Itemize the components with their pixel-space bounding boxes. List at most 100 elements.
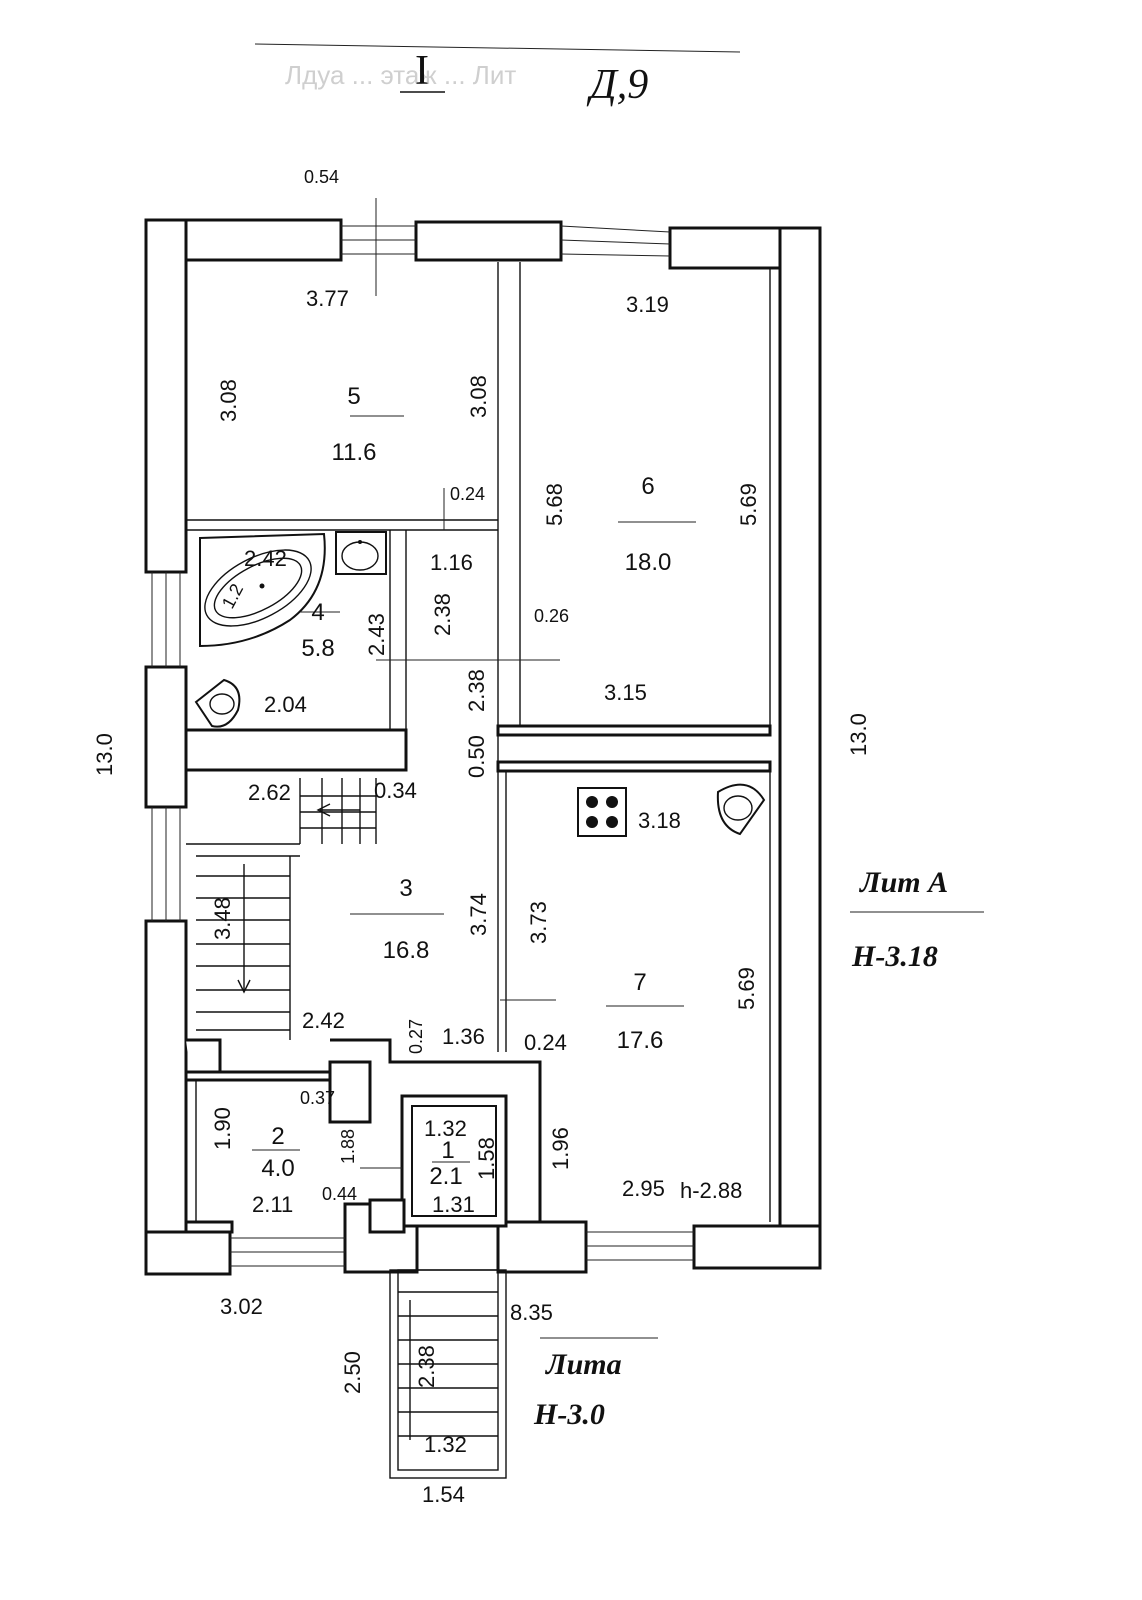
dim-label: 3.74 bbox=[466, 893, 491, 936]
wall-left-mid bbox=[144, 665, 188, 809]
wall-left-upper bbox=[144, 218, 188, 574]
room-2-number: 2 bbox=[271, 1123, 284, 1150]
dim-label: 3.02 bbox=[220, 1294, 263, 1319]
dim-label: 3.18 bbox=[638, 808, 681, 833]
windows bbox=[151, 225, 694, 1267]
room-5-number: 5 bbox=[347, 383, 360, 410]
room-7-area: 17.6 bbox=[617, 1027, 664, 1054]
dim-label: 0.27 bbox=[406, 1019, 426, 1054]
dimension-labels: 0.54 3.77 3.19 3.08 3.08 0.24 5.68 5.69 … bbox=[92, 167, 871, 1507]
dim-label: 0.26 bbox=[534, 606, 569, 626]
window-top-left bbox=[341, 225, 416, 255]
dim-label: 5.69 bbox=[734, 967, 759, 1010]
wall-left-lower bbox=[144, 919, 188, 1276]
signature-mark: Д,9 bbox=[586, 62, 648, 108]
dim-label: 8.35 bbox=[510, 1300, 553, 1325]
room-labels: 5 11.6 6 18.0 4 5.8 3 16.8 7 17.6 2 4.0 … bbox=[261, 383, 671, 1190]
dim-label: 13.0 bbox=[846, 713, 871, 756]
floor-numeral: I bbox=[415, 48, 429, 94]
dim-label: 2.38 bbox=[464, 669, 489, 712]
room-6-number: 6 bbox=[641, 473, 654, 500]
dim-label: 3.48 bbox=[210, 897, 235, 940]
room1-floor bbox=[411, 1105, 497, 1217]
interior-walls bbox=[184, 262, 772, 1234]
wall-room1-pier bbox=[368, 1198, 406, 1234]
wall-bath-bottom bbox=[184, 728, 408, 772]
dim-label: 3.08 bbox=[466, 375, 491, 418]
dim-label: 1.36 bbox=[442, 1024, 485, 1049]
dim-label: 2.38 bbox=[430, 593, 455, 636]
lit-labels: Лит А Н-3.18 Лита Н-3.0 bbox=[533, 866, 948, 1431]
room-3-area: 16.8 bbox=[383, 937, 430, 964]
dim-label: 3.08 bbox=[216, 379, 241, 422]
dim-label: h-2.88 bbox=[680, 1178, 742, 1203]
toilet bbox=[194, 678, 241, 728]
room-4-area: 5.8 bbox=[301, 635, 334, 662]
dim-label: 2.62 bbox=[248, 780, 291, 805]
header-stamp: Лдуа ... этаж ... Лит I Д,9 bbox=[254, 43, 741, 108]
lit-a-height: Н-3.18 bbox=[851, 940, 938, 973]
dim-label: 2.43 bbox=[364, 613, 389, 656]
wall-top-mid bbox=[414, 220, 563, 262]
dim-label: 0.24 bbox=[524, 1030, 567, 1055]
dim-label: 0.24 bbox=[450, 484, 485, 504]
dim-label: 5.69 bbox=[736, 483, 761, 526]
room-2-area: 4.0 bbox=[261, 1155, 294, 1182]
dim-label: 0.37 bbox=[300, 1088, 335, 1108]
dim-label: 1.32 bbox=[424, 1116, 467, 1141]
wall-stair-bottom bbox=[186, 1038, 222, 1074]
window-bottom-left bbox=[230, 1237, 345, 1267]
dim-label: 1.96 bbox=[548, 1127, 573, 1170]
wall-right bbox=[778, 226, 822, 1270]
wall-bottom-right bbox=[692, 1224, 822, 1270]
wall-bottom-left bbox=[144, 1230, 232, 1276]
dim-label: 3.19 bbox=[626, 292, 669, 317]
dim-label: 1.31 bbox=[432, 1192, 475, 1217]
dim-label: 1.54 bbox=[422, 1482, 465, 1507]
dim-label: 1.16 bbox=[430, 550, 473, 575]
room-5-area: 11.6 bbox=[332, 439, 377, 466]
entrance-steps bbox=[389, 1269, 507, 1479]
room-4-number: 4 bbox=[311, 599, 324, 626]
window-left-upper bbox=[151, 572, 181, 667]
wall-room2-pier bbox=[328, 1060, 372, 1124]
dim-label: 2.42 bbox=[302, 1008, 345, 1033]
dim-label: 3.15 bbox=[604, 680, 647, 705]
dim-label: 1.90 bbox=[210, 1107, 235, 1150]
wall-bottom-mid bbox=[496, 1220, 588, 1274]
wall-room6-bottom bbox=[496, 724, 772, 737]
dimension-lines bbox=[252, 198, 984, 1339]
dim-label: 1.88 bbox=[338, 1129, 358, 1164]
dim-label: 0.54 bbox=[304, 167, 339, 187]
dim-label: 2.50 bbox=[340, 1351, 365, 1394]
wall-room2-bottom bbox=[184, 1220, 234, 1234]
window-left-lower bbox=[151, 807, 181, 921]
room-1-area: 2.1 bbox=[429, 1163, 462, 1190]
room-3-number: 3 bbox=[399, 875, 412, 902]
dim-label: 1.58 bbox=[474, 1137, 499, 1180]
dim-label: 2.38 bbox=[414, 1345, 439, 1388]
window-bottom-right bbox=[586, 1231, 694, 1261]
lit-a-sub-height: Н-3.0 bbox=[533, 1398, 605, 1431]
dim-label: 3.77 bbox=[306, 286, 349, 311]
bathtub bbox=[199, 532, 326, 648]
kitchen-sink bbox=[716, 783, 766, 836]
room-7-number: 7 bbox=[633, 969, 646, 996]
stove bbox=[577, 787, 627, 837]
dim-label: 3.73 bbox=[526, 901, 551, 944]
fixtures bbox=[194, 531, 766, 837]
dim-label: 1.32 bbox=[424, 1432, 467, 1457]
dim-label: 2.04 bbox=[264, 692, 307, 717]
room-6-area: 18.0 bbox=[625, 549, 672, 576]
dim-label: 0.44 bbox=[322, 1184, 357, 1204]
dim-label: 0.34 bbox=[374, 778, 417, 803]
washbasin bbox=[335, 531, 387, 575]
dim-label: 13.0 bbox=[92, 733, 117, 776]
wall-room7-top bbox=[496, 760, 772, 773]
dim-label: 2.11 bbox=[252, 1192, 293, 1217]
lit-a-label: Лит А bbox=[858, 866, 948, 899]
window-top-right bbox=[560, 225, 671, 257]
dim-label: 5.68 bbox=[542, 483, 567, 526]
header-faint-text: Лдуа ... этаж ... Лит bbox=[285, 60, 516, 90]
